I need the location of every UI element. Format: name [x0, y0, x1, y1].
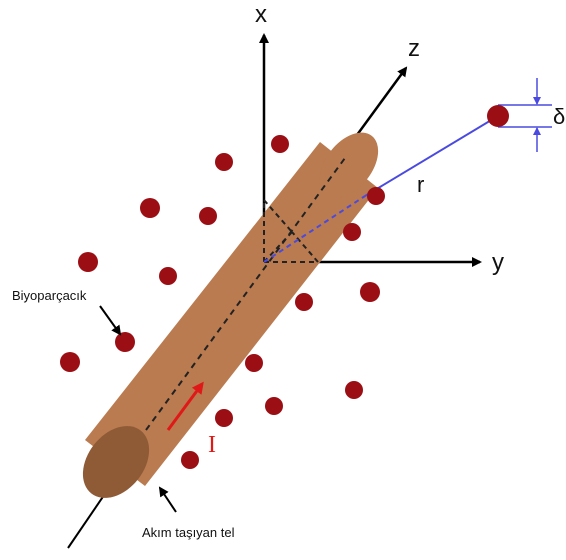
bioparticle [343, 223, 361, 241]
axis-x-label: x [255, 1, 267, 28]
delta-label: δ [553, 104, 565, 129]
bioparticle [265, 397, 283, 415]
bioparticle [181, 451, 199, 469]
bioparticle [60, 352, 80, 372]
axis-z-label: z [408, 35, 420, 62]
wire-label: Akım taşıyan tel [142, 525, 235, 540]
bioparticle-label: Biyoparçacık [12, 288, 87, 303]
wire-pointer [160, 488, 176, 512]
bioparticle [245, 354, 263, 372]
bioparticle [140, 198, 160, 218]
bioparticle [367, 187, 385, 205]
bioparticle [78, 252, 98, 272]
bioparticle [345, 381, 363, 399]
bioparticle-target [487, 105, 509, 127]
bioparticle [159, 267, 177, 285]
bioparticle-pointer [100, 306, 120, 334]
bioparticle [360, 282, 380, 302]
radius-line [365, 116, 498, 196]
radius-label: r [417, 172, 424, 197]
bioparticle [199, 207, 217, 225]
current-label: I [208, 432, 216, 458]
bioparticle [115, 332, 135, 352]
axis-y-label: y [492, 249, 504, 276]
bioparticle [215, 409, 233, 427]
bioparticle [295, 293, 313, 311]
bioparticle [271, 135, 289, 153]
current-carrying-wire [69, 122, 390, 511]
bioparticle [215, 153, 233, 171]
